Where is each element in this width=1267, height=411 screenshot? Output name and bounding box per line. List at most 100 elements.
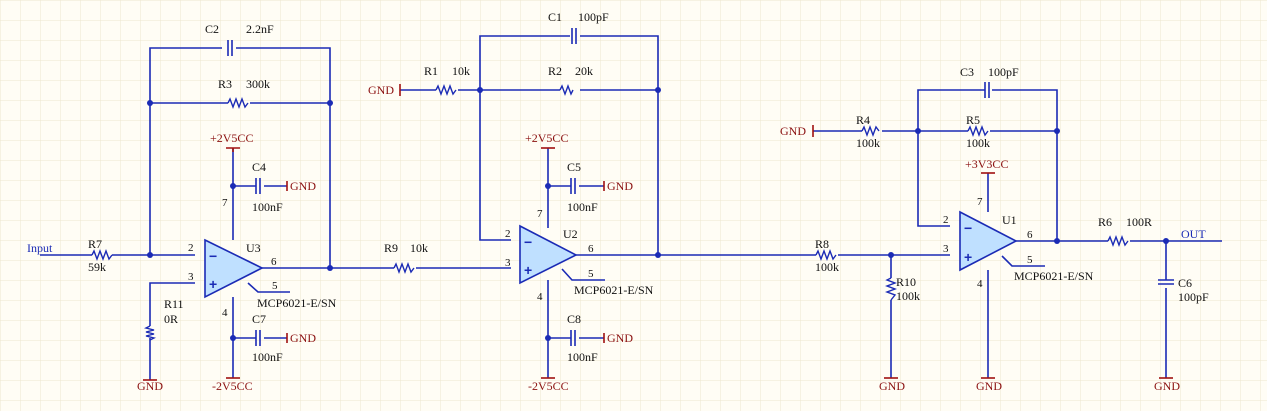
r10-ref: R10 xyxy=(896,275,916,289)
r11-ref: R11 xyxy=(164,297,184,311)
u3-pin-out: 6 xyxy=(271,256,277,268)
u1-vdd-label: +3V3CC xyxy=(965,157,1008,171)
r1-ref: R1 xyxy=(424,64,438,78)
u1-pin-vss: 4 xyxy=(977,278,983,290)
u2-vss-label: -2V5CC xyxy=(528,379,569,393)
u3-vss-label: -2V5CC xyxy=(212,379,253,393)
c5-value: 100nF xyxy=(567,200,598,214)
resistor-r11[interactable]: R11 0R xyxy=(143,297,184,341)
u3-ref: U3 xyxy=(246,241,261,255)
capacitor-c8[interactable]: C8 100nF xyxy=(567,312,598,364)
resistor-r3[interactable]: R3 300k xyxy=(218,77,270,109)
u3-pin-noninv: 3 xyxy=(188,271,194,283)
c2-value: 2.2nF xyxy=(246,22,274,36)
c8-value: 100nF xyxy=(567,350,598,364)
resistor-r6[interactable]: R6 100R xyxy=(1098,215,1152,247)
capacitor-c5[interactable]: C5 100nF xyxy=(567,160,598,214)
r3-value: 300k xyxy=(246,77,270,91)
u3-pin-nc: 5 xyxy=(272,280,278,292)
c1-ref: C1 xyxy=(548,10,562,24)
u3-inv-sign: − xyxy=(209,248,217,264)
u2-pin-inv: 2 xyxy=(505,228,511,240)
power-symbols: +2V5CC -2V5CC +2V5CC -2V5CC +3V3CC GND G… xyxy=(137,83,1180,393)
capacitor-c4[interactable]: C4 100nF xyxy=(252,160,283,214)
r6-ref: R6 xyxy=(1098,215,1112,229)
r4-gnd-label: GND xyxy=(780,124,806,138)
u1-gnd-label: GND xyxy=(976,379,1002,393)
c4-ref: C4 xyxy=(252,160,266,174)
r9-value: 10k xyxy=(410,241,428,255)
c5-ref: C5 xyxy=(567,160,581,174)
output-net-label: OUT xyxy=(1181,227,1206,241)
u2-pin-noninv: 3 xyxy=(505,257,511,269)
u1-noninv-sign: + xyxy=(964,249,972,265)
r4-value: 100k xyxy=(856,136,880,150)
u3-pin-vss: 4 xyxy=(222,307,228,319)
resistor-r5[interactable]: R5 100k xyxy=(966,113,990,150)
u2-inv-sign: − xyxy=(524,234,532,250)
c4-value: 100nF xyxy=(252,200,283,214)
c4-gnd-label: GND xyxy=(290,179,316,193)
u2-pin-vss: 4 xyxy=(537,291,543,303)
c8-ref: C8 xyxy=(567,312,581,326)
r1-gnd-label: GND xyxy=(368,83,394,97)
opamp-u2[interactable]: − + 2 3 6 7 4 5 U2 MCP6021-E/SN xyxy=(505,208,654,303)
capacitor-c2[interactable]: C2 2.2nF xyxy=(205,22,274,56)
capacitor-c6[interactable]: C6 100pF xyxy=(1158,276,1209,304)
capacitor-c3[interactable]: C3 100pF xyxy=(960,65,1019,98)
r9-ref: R9 xyxy=(384,241,398,255)
u3-pin-inv: 2 xyxy=(188,242,194,254)
c3-ref: C3 xyxy=(960,65,974,79)
capacitor-c1[interactable]: C1 100pF xyxy=(548,10,609,44)
u2-part: MCP6021-E/SN xyxy=(574,283,654,297)
r8-ref: R8 xyxy=(815,237,829,251)
resistor-r4[interactable]: R4 100k xyxy=(856,113,880,150)
u1-pin-out: 6 xyxy=(1027,229,1033,241)
junctions xyxy=(147,87,1169,341)
c7-ref: C7 xyxy=(252,312,266,326)
resistor-r9[interactable]: R9 10k xyxy=(384,241,428,274)
u2-ref: U2 xyxy=(563,227,578,241)
u1-pin-noninv: 3 xyxy=(943,243,949,255)
r3-ref: R3 xyxy=(218,77,232,91)
c6-gnd-label: GND xyxy=(1154,379,1180,393)
c6-ref: C6 xyxy=(1178,276,1192,290)
resistor-r1[interactable]: R1 10k xyxy=(424,64,470,96)
r4-ref: R4 xyxy=(856,113,870,127)
capacitor-c7[interactable]: C7 100nF xyxy=(252,312,283,364)
opamp-u3[interactable]: − + 2 3 6 7 4 5 U3 MCP6021-E/SN xyxy=(188,197,337,319)
resistor-r10[interactable]: R10 100k xyxy=(885,275,920,303)
u1-pin-nc: 5 xyxy=(1027,254,1033,266)
r5-value: 100k xyxy=(966,136,990,150)
c2-ref: C2 xyxy=(205,22,219,36)
r11-value: 0R xyxy=(164,312,178,326)
c3-value: 100pF xyxy=(988,65,1019,79)
r1-value: 10k xyxy=(452,64,470,78)
resistor-r2[interactable]: R2 20k xyxy=(548,64,593,96)
u1-part: MCP6021-E/SN xyxy=(1014,269,1094,283)
u2-pin-nc: 5 xyxy=(588,268,594,280)
r10-gnd-label: GND xyxy=(879,379,905,393)
u2-pin-vdd: 7 xyxy=(537,208,543,220)
r2-ref: R2 xyxy=(548,64,562,78)
resistor-r7[interactable]: R7 59k xyxy=(88,237,113,274)
u2-pin-out: 6 xyxy=(588,243,594,255)
u1-pin-inv: 2 xyxy=(943,214,949,226)
u3-pin-vdd: 7 xyxy=(222,197,228,209)
r7-ref: R7 xyxy=(88,237,102,251)
r6-value: 100R xyxy=(1126,215,1152,229)
u2-vdd-label: +2V5CC xyxy=(525,131,568,145)
u1-pin-vdd: 7 xyxy=(977,196,983,208)
u3-vdd-label: +2V5CC xyxy=(210,131,253,145)
u1-inv-sign: − xyxy=(964,220,972,236)
r8-value: 100k xyxy=(815,260,839,274)
c7-gnd-label: GND xyxy=(290,331,316,345)
opamp-u1[interactable]: − + 2 3 6 7 4 5 U1 MCP6021-E/SN xyxy=(943,196,1094,290)
r11-gnd-label: GND xyxy=(137,379,163,393)
c8-gnd-label: GND xyxy=(607,331,633,345)
input-net-label: Input xyxy=(27,241,53,255)
u2-noninv-sign: + xyxy=(524,262,532,278)
resistor-r8[interactable]: R8 100k xyxy=(815,237,839,274)
